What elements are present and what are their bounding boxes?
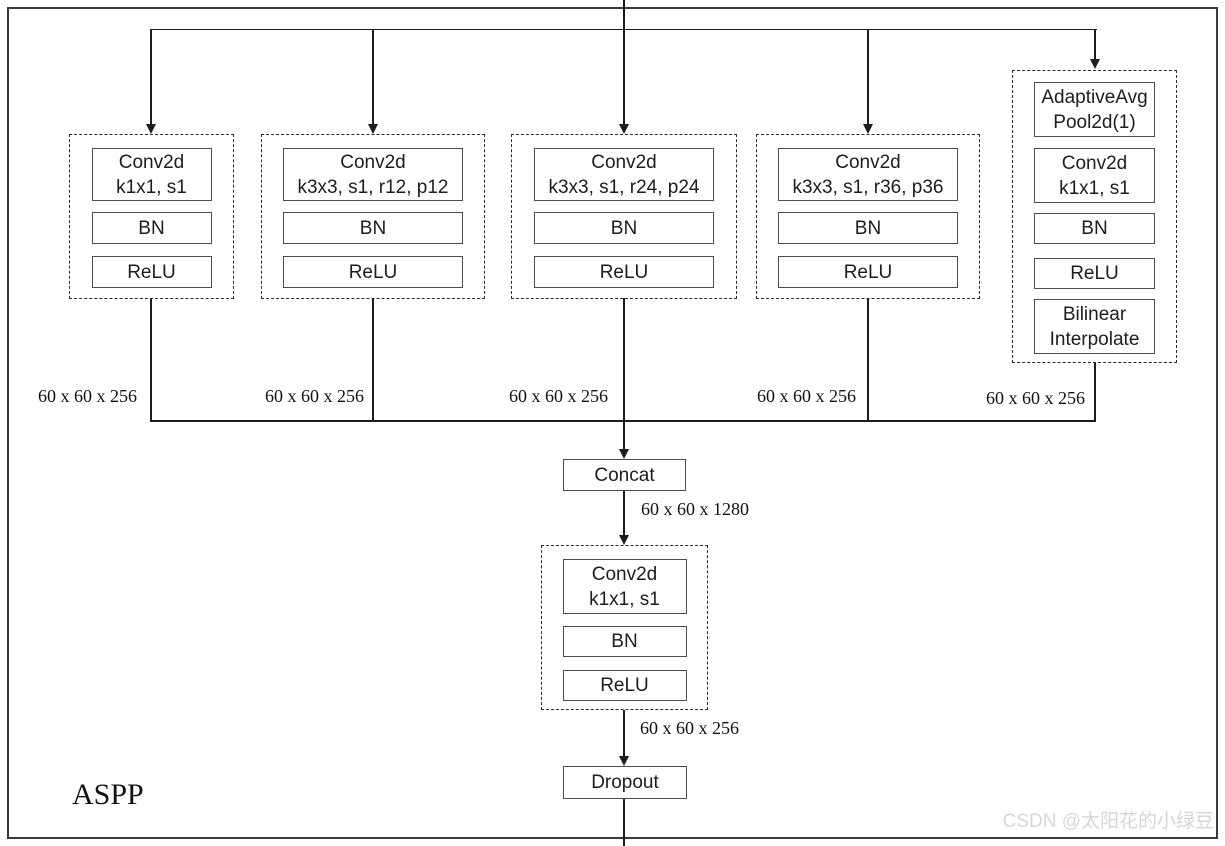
conv2d-node: Conv2d k1x1, s1 <box>1034 148 1155 203</box>
arrow-down-icon <box>619 449 629 459</box>
bilinear-interpolate-node: Bilinear Interpolate <box>1034 299 1155 354</box>
node-label: ReLU <box>1070 263 1119 284</box>
adaptive-avg-pool-node: AdaptiveAvg Pool2d(1) <box>1034 82 1155 137</box>
arrow-down-icon <box>146 124 156 134</box>
branch1-merge-line <box>150 299 152 421</box>
node-label: Conv2d <box>340 151 406 173</box>
arrow-down-icon <box>863 124 873 134</box>
node-label: k1x1, s1 <box>589 588 660 610</box>
relu-node: ReLU <box>778 256 958 288</box>
node-label: Dropout <box>591 772 659 793</box>
bn-node: BN <box>283 212 463 244</box>
node-label: ReLU <box>599 261 649 283</box>
relu-node: ReLU <box>562 670 687 701</box>
node-label: Interpolate <box>1049 328 1140 350</box>
arrow-down-icon <box>1090 59 1100 69</box>
output-line <box>623 799 625 846</box>
split-line <box>150 28 1097 30</box>
input-line <box>623 0 625 124</box>
arrow-down-icon <box>368 124 378 134</box>
branch1-drop-line <box>150 28 152 125</box>
bn-node: BN <box>562 626 687 657</box>
node-label: k3x3, s1, r24, p24 <box>548 176 700 198</box>
branch-conv1x1-group: Conv2d k1x1, s1 BN ReLU <box>69 134 234 299</box>
node-label: Conv2d <box>835 151 901 173</box>
bn-node: BN <box>778 212 958 244</box>
node-label: ReLU <box>348 261 398 283</box>
conv2d-node: Conv2d k3x3, s1, r12, p12 <box>283 148 463 201</box>
branch4-merge-line <box>867 298 869 421</box>
node-label: BN <box>611 631 638 652</box>
node-label: ReLU <box>843 261 893 283</box>
node-label: k1x1, s1 <box>116 176 187 198</box>
dropout-node: Dropout <box>563 766 687 799</box>
output-shape-label: 60 x 60 x 256 <box>265 386 364 406</box>
merge-line <box>150 420 1096 422</box>
concat-node: Concat <box>563 459 686 491</box>
node-label: Bilinear <box>1062 303 1127 325</box>
output-shape-label: 60 x 60 x 256 <box>509 386 608 406</box>
node-label: Pool2d(1) <box>1053 111 1136 133</box>
arrow-down-icon <box>619 756 629 766</box>
node-label: k3x3, s1, r12, p12 <box>297 176 449 198</box>
outer-border <box>7 7 1218 839</box>
output-shape-label: 60 x 60 x 256 <box>986 388 1085 408</box>
node-label: ReLU <box>600 675 649 696</box>
node-label: AdaptiveAvg <box>1041 86 1148 108</box>
branch3-merge-line <box>623 298 625 449</box>
node-label: Conv2d <box>118 151 185 173</box>
node-label: k1x1, s1 <box>1059 177 1130 199</box>
bn-node: BN <box>1034 213 1155 244</box>
projection-output-shape-label: 60 x 60 x 256 <box>640 718 739 738</box>
relu-node: ReLU <box>1034 258 1155 289</box>
branch-atrous-r24-group: Conv2d k3x3, s1, r24, p24 BN ReLU <box>511 134 737 299</box>
node-label: k3x3, s1, r36, p36 <box>792 176 944 198</box>
arrow-down-icon <box>619 124 629 134</box>
concat-output-shape-label: 60 x 60 x 1280 <box>641 499 749 519</box>
conv2d-node: Conv2d k3x3, s1, r36, p36 <box>778 148 958 201</box>
branch-atrous-r12-group: Conv2d k3x3, s1, r12, p12 BN ReLU <box>261 134 485 299</box>
projection-to-dropout-line <box>623 710 625 756</box>
branch2-merge-line <box>372 298 374 421</box>
node-label: Conv2d <box>1061 152 1128 174</box>
output-shape-label: 60 x 60 x 256 <box>757 386 856 406</box>
node-label: BN <box>610 217 638 239</box>
bn-node: BN <box>91 212 212 244</box>
branch4-drop-line <box>867 28 869 125</box>
projection-group: Conv2d k1x1, s1 BN ReLU <box>541 545 708 710</box>
bn-node: BN <box>534 212 714 244</box>
node-label: Concat <box>594 464 655 486</box>
concat-to-projection-line <box>623 491 625 535</box>
aspp-title: ASPP <box>72 778 144 811</box>
node-label: Conv2d <box>591 563 658 585</box>
node-label: Conv2d <box>591 151 657 173</box>
relu-node: ReLU <box>534 256 714 288</box>
branch2-drop-line <box>372 28 374 125</box>
node-label: ReLU <box>127 261 176 283</box>
conv2d-node: Conv2d k1x1, s1 <box>91 148 212 201</box>
output-shape-label: 60 x 60 x 256 <box>38 386 137 406</box>
csdn-watermark: CSDN @太阳花的小绿豆 <box>1002 811 1214 832</box>
branch5-drop-line <box>1094 28 1096 60</box>
conv2d-node: Conv2d k1x1, s1 <box>562 559 687 614</box>
branch-atrous-r36-group: Conv2d k3x3, s1, r36, p36 BN ReLU <box>756 134 980 299</box>
conv2d-node: Conv2d k3x3, s1, r24, p24 <box>534 148 714 201</box>
relu-node: ReLU <box>283 256 463 288</box>
node-label: BN <box>854 217 882 239</box>
node-label: BN <box>359 217 387 239</box>
branch-image-pooling-group: AdaptiveAvg Pool2d(1) Conv2d k1x1, s1 BN… <box>1012 70 1177 363</box>
branch5-merge-line <box>1094 363 1096 421</box>
node-label: BN <box>138 217 165 239</box>
relu-node: ReLU <box>91 256 212 288</box>
arrow-down-icon <box>619 535 629 545</box>
node-label: BN <box>1081 218 1108 239</box>
